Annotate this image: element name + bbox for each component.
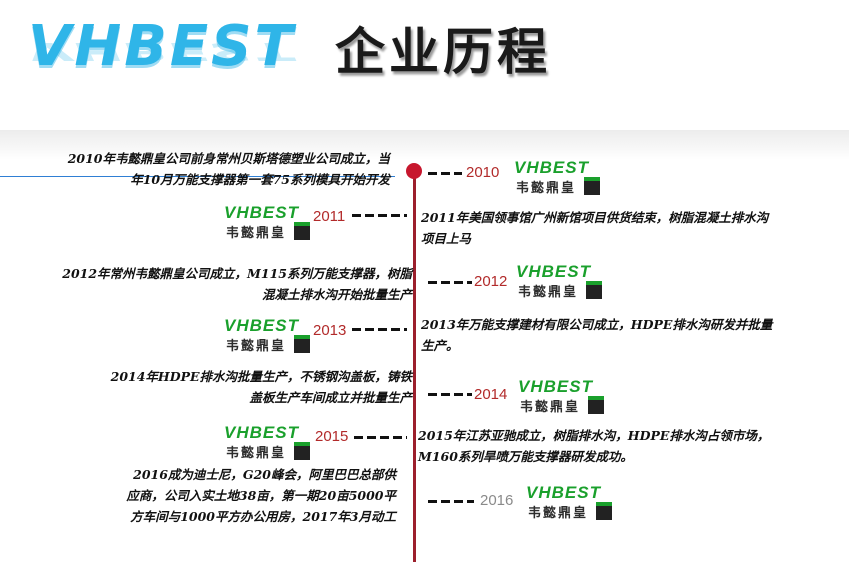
logo-text-en: VHBEST: [224, 423, 299, 442]
event-2016-text: 2016成为迪士尼，G20峰会，阿里巴巴总部供 应商，公司入实土地38亩，第一期…: [40, 464, 396, 527]
logo-mark-icon: [596, 502, 612, 520]
logo-text-cn: 韦懿鼎皇: [226, 339, 287, 354]
connector-2014: [428, 393, 472, 396]
event-2013-text: 2013年万能支撑建材有限公司成立，HDPE排水沟研发并批量 生产。: [421, 314, 841, 356]
connector-2010: [428, 172, 462, 175]
connector-2016: [428, 500, 474, 503]
logo-text-en: VHBEST: [516, 262, 591, 281]
logo-2015: VHBEST 韦懿鼎皇: [224, 423, 316, 463]
logo-mark-icon: [584, 177, 600, 195]
event-2014-text: 2014年HDPE排水沟批量生产，不锈钢沟盖板，铸铁 盖板生产车间成立并批量生产: [22, 366, 412, 408]
logo-text-cn: 韦懿鼎皇: [226, 226, 287, 241]
year-2011: 2011: [313, 208, 346, 225]
year-2016: 2016: [480, 492, 514, 509]
event-text-line: 2013年万能支撑建材有限公司成立，HDPE排水沟研发并批量: [421, 317, 773, 332]
logo-2011: VHBEST 韦懿鼎皇: [224, 203, 316, 243]
year-2014: 2014: [474, 386, 508, 403]
logo-mark-icon: [586, 281, 602, 299]
timeline-panel: [0, 130, 849, 562]
event-2012-text: 2012年常州韦懿鼎皇公司成立，M115系列万能支撑器，树脂 混凝土排水沟开始批…: [22, 263, 412, 305]
event-2015-text: 2015年江苏亚驰成立，树脂排水沟，HDPE排水沟占领市场， M160系列旱喷万…: [418, 425, 846, 467]
logo-text-en: VHBEST: [514, 158, 589, 177]
brand-logo: VHBEST: [28, 14, 296, 79]
brand-logo-reflection: VHBEST: [28, 36, 296, 66]
event-2010-text: 2010年韦懿鼎皇公司前身常州贝斯塔德塑业公司成立，当 年10月万能支撑器第一套…: [28, 148, 390, 190]
timeline-axis: [413, 168, 416, 562]
logo-text-cn: 韦懿鼎皇: [518, 285, 579, 300]
event-text-line: 盖板生产车间成立并批量生产: [249, 390, 412, 405]
logo-text-en: VHBEST: [224, 316, 299, 335]
logo-text-cn: 韦懿鼎皇: [528, 506, 589, 521]
logo-mark-icon: [294, 442, 310, 460]
year-2015: 2015: [315, 428, 349, 445]
event-text-line: 2014年HDPE排水沟批量生产，不锈钢沟盖板，铸铁: [110, 369, 412, 384]
logo-2010: VHBEST 韦懿鼎皇: [514, 158, 606, 198]
logo-mark-icon: [294, 335, 310, 353]
event-2011-text: 2011年美国领事馆广州新馆项目供货结束，树脂混凝土排水沟 项目上马: [421, 207, 841, 249]
event-text-line: 混凝土排水沟开始批量生产: [261, 287, 412, 302]
event-text-line: M160系列旱喷万能支撑器研发成功。: [418, 449, 633, 464]
connector-2015: [354, 436, 407, 439]
page-title: 企业历程: [335, 23, 551, 81]
connector-2012: [428, 281, 472, 284]
event-text-line: 项目上马: [421, 231, 472, 246]
logo-mark-icon: [294, 222, 310, 240]
year-2012: 2012: [474, 273, 508, 290]
logo-text-cn: 韦懿鼎皇: [226, 446, 287, 461]
logo-mark-icon: [588, 396, 604, 414]
event-text-line: 2011年美国领事馆广州新馆项目供货结束，树脂混凝土排水沟: [421, 210, 769, 225]
logo-2016: VHBEST 韦懿鼎皇: [526, 483, 618, 523]
event-text-line: 生产。: [421, 338, 459, 353]
logo-text-en: VHBEST: [224, 203, 299, 222]
connector-2011: [352, 214, 407, 217]
event-text-line: 应商，公司入实土地38亩，第一期20亩5000平: [126, 488, 396, 503]
event-text-line: 方车间与1000平方办公用房，2017年3月动工: [130, 509, 396, 524]
logo-text-en: VHBEST: [526, 483, 601, 502]
year-2010: 2010: [466, 164, 500, 181]
event-text-line: 2015年江苏亚驰成立，树脂排水沟，HDPE排水沟占领市场，: [418, 428, 770, 443]
timeline-start-dot: [406, 163, 422, 179]
logo-text-en: VHBEST: [518, 377, 593, 396]
logo-2014: VHBEST 韦懿鼎皇: [518, 377, 610, 417]
event-text-line: 年10月万能支撑器第一套75系列模具开始开发: [130, 172, 390, 187]
year-2013: 2013: [313, 322, 347, 339]
event-text-line: 2012年常州韦懿鼎皇公司成立，M115系列万能支撑器，树脂: [62, 266, 412, 281]
event-text-line: 2016成为迪士尼，G20峰会，阿里巴巴总部供: [133, 467, 396, 482]
logo-text-cn: 韦懿鼎皇: [520, 400, 581, 415]
logo-text-cn: 韦懿鼎皇: [516, 181, 577, 196]
logo-2012: VHBEST 韦懿鼎皇: [516, 262, 608, 302]
blue-guide-line: [0, 176, 395, 177]
connector-2013: [352, 328, 407, 331]
logo-2013: VHBEST 韦懿鼎皇: [224, 316, 316, 356]
event-text-line: 2010年韦懿鼎皇公司前身常州贝斯塔德塑业公司成立，当: [67, 151, 390, 166]
